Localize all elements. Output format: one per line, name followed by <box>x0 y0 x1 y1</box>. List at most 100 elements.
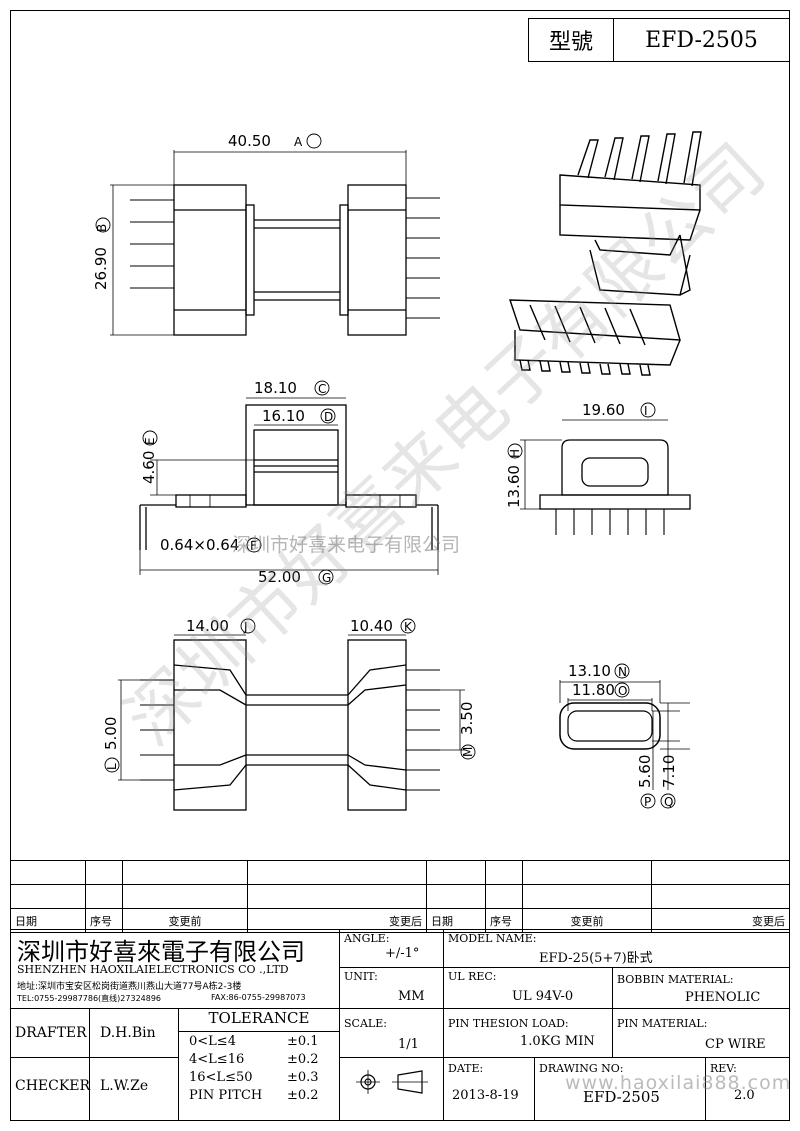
dim-e: 4.60 <box>140 451 158 484</box>
company-tel: TEL:0755-29987786(直线)27324896 <box>17 994 162 1003</box>
date-value: 2013-8-19 <box>452 1088 519 1103</box>
model-value: EFD-25(5+7)卧式 <box>539 951 653 966</box>
ul-rec-label: UL REC: <box>448 970 497 983</box>
dim-o: 11.80 <box>572 681 615 699</box>
rev-col-no: 序号 <box>85 908 123 933</box>
rev-col-no-2: 序号 <box>485 908 523 933</box>
dim-h: 13.60 <box>505 465 523 508</box>
pin-load-cell: PIN THESION LOAD: 1.0KG MIN <box>443 1008 613 1058</box>
company-cell: 深圳市好喜來電子有限公司 SHENZHEN HAOXILAIELECTRONIC… <box>10 929 340 1009</box>
marker-k: K <box>404 620 413 634</box>
technical-drawing: 40.50 A 26.90 B 18.10 C 16.10 D 4.60 E 0… <box>92 131 702 811</box>
top-view <box>110 150 440 336</box>
dim-a: 40.50 <box>228 132 271 150</box>
pin-material-label: PIN MATERIAL: <box>617 1017 708 1030</box>
tolerance-cell: TOLERANCE 0<L≤4 ±0.1 4<L≤16 ±0.2 16<L≤50… <box>178 1008 340 1121</box>
dim-c: 18.10 <box>254 379 297 397</box>
projection-cell <box>339 1057 444 1121</box>
projection-symbol-icon <box>356 1070 428 1094</box>
ul-rec-cell: UL REC: UL 94V-0 <box>443 967 613 1009</box>
dim-f: 0.64×0.64 <box>160 536 239 554</box>
marker-g: G <box>322 571 331 585</box>
angle-value: +/-1° <box>385 946 420 961</box>
rev-cell: REV: 2.0 <box>705 1057 790 1121</box>
side-view <box>520 419 691 535</box>
tol-range-1: 0<L≤4 <box>189 1034 236 1049</box>
model-cell: MODEL NAME: EFD-25(5+7)卧式 <box>443 929 790 968</box>
tolerance-label: TOLERANCE <box>179 1009 339 1032</box>
drafter-label-cell: DRAFTER <box>10 1008 90 1058</box>
marker-p: P <box>644 795 651 809</box>
scale-cell: SCALE: 1/1 <box>339 1008 444 1058</box>
revision-table: 日期 序号 变更前 变更后 日期 序号 变更前 变更后 <box>10 860 790 933</box>
marker-c: C <box>318 382 326 396</box>
cross-section-view <box>559 680 690 790</box>
drafter-label: DRAFTER <box>15 1025 87 1041</box>
dim-i: 19.60 <box>582 401 625 419</box>
front-view <box>139 397 439 575</box>
marker-h: H <box>508 449 522 458</box>
model-label: MODEL NAME: <box>448 932 537 945</box>
checker-label-cell: CHECKER <box>10 1057 90 1121</box>
tol-range-3: 16<L≤50 <box>189 1070 253 1085</box>
marker-a: A <box>294 135 303 149</box>
isometric-view <box>509 131 702 376</box>
pin-load-label: PIN THESION LOAD: <box>448 1017 569 1030</box>
checker-cell: L.W.Ze <box>89 1057 179 1121</box>
angle-label: ANGLE: <box>344 932 390 945</box>
watermark-small: 深圳市好喜来电子有限公司 <box>232 534 461 556</box>
ul-rec-value: UL 94V-0 <box>512 989 574 1004</box>
marker-m: M <box>461 747 475 757</box>
unit-label: UNIT: <box>344 970 378 983</box>
dim-d: 16.10 <box>262 407 305 425</box>
marker-d: D <box>324 410 333 424</box>
date-cell: DATE: 2013-8-19 <box>443 1057 535 1121</box>
drawing-no-cell: DRAWING NO: EFD-2505 <box>534 1057 706 1121</box>
rev-label: REV: <box>710 1062 737 1075</box>
dim-p: 5.60 <box>636 755 654 788</box>
bobbin-material-label: BOBBIN MATERIAL: <box>617 973 734 986</box>
rev-col-before: 变更前 <box>122 908 248 933</box>
dim-m: 3.50 <box>458 702 476 735</box>
pin-material-value: CP WIRE <box>705 1037 766 1052</box>
rev-col-after-2: 变更后 <box>651 908 790 933</box>
tol-value-4: ±0.2 <box>287 1088 319 1103</box>
tol-range-2: 4<L≤16 <box>189 1052 245 1067</box>
tol-value-3: ±0.3 <box>287 1070 319 1085</box>
marker-n: N <box>618 665 627 679</box>
bobbin-material-cell: BOBBIN MATERIAL: PHENOLIC <box>612 967 790 1009</box>
pin-material-cell: PIN MATERIAL: CP WIRE <box>612 1008 790 1058</box>
dim-k: 10.40 <box>350 617 393 635</box>
drafter-cell: D.H.Bin <box>89 1008 179 1058</box>
marker-j: J <box>243 620 248 634</box>
drawing-no-value: EFD-2505 <box>583 1088 660 1106</box>
drafter-value: D.H.Bin <box>100 1025 156 1041</box>
checker-label: CHECKER <box>15 1078 91 1094</box>
watermark-site: www.haoxilai888.com <box>565 1072 792 1094</box>
scale-label: SCALE: <box>344 1017 387 1030</box>
dim-q: 7.10 <box>660 755 678 788</box>
title-box: 型號 EFD-2505 <box>528 18 790 62</box>
company-name-cn: 深圳市好喜來電子有限公司 <box>17 938 305 966</box>
marker-i: I <box>644 404 648 418</box>
drawing-no-label: DRAWING NO: <box>539 1062 624 1075</box>
rev-col-date-2: 日期 <box>426 908 486 933</box>
company-fax: FAX:86-0755-29987073 <box>211 993 306 1002</box>
pin-load-value: 1.0KG MIN <box>520 1034 595 1049</box>
rev-col-date: 日期 <box>10 908 86 933</box>
rev-value: 2.0 <box>734 1088 755 1103</box>
marker-l: L <box>105 763 119 770</box>
dim-l: 5.00 <box>102 717 120 750</box>
tol-value-2: ±0.2 <box>287 1052 319 1067</box>
marker-o: O <box>618 684 627 698</box>
checker-value: L.W.Ze <box>100 1078 149 1094</box>
date-label: DATE: <box>448 1062 484 1075</box>
bottom-view <box>118 634 465 811</box>
scale-value: 1/1 <box>398 1037 419 1052</box>
dim-j: 14.00 <box>186 617 229 635</box>
company-address: 地址:深圳市宝安区松岗街道燕川燕山大道77号A栋2-3楼 <box>17 982 242 992</box>
unit-value: MM <box>398 989 425 1004</box>
bobbin-material-value: PHENOLIC <box>685 990 761 1005</box>
dim-g: 52.00 <box>258 568 301 586</box>
tol-range-4: PIN PITCH <box>189 1088 263 1103</box>
